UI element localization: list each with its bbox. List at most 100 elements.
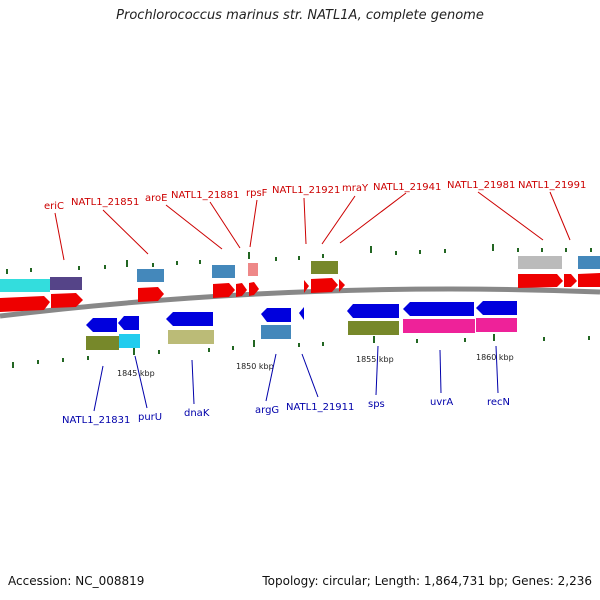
gene-label-top: aroE: [145, 193, 167, 204]
gene-feature: [137, 269, 164, 282]
lower-genes: [86, 301, 517, 350]
gene-arrow: [578, 273, 600, 287]
leader-line: [339, 192, 407, 244]
genome-summary-text: Topology: circular; Length: 1,864,731 bp…: [262, 574, 592, 588]
gene-label-top: NATL1_21851: [71, 197, 139, 208]
tick: [543, 337, 545, 341]
gene-label-top: rpsF: [246, 188, 268, 199]
tick: [30, 268, 32, 272]
gene-arrow: [249, 282, 259, 296]
leader-line: [303, 197, 307, 245]
tick: [322, 342, 324, 346]
scale-label: 1860 kbp: [476, 353, 514, 362]
gene-label-bottom: uvrA: [430, 397, 453, 408]
tick: [78, 266, 80, 270]
gene-arrow: [0, 296, 50, 312]
gene-label-bottom: recN: [487, 397, 510, 408]
upper-ticks: [6, 244, 592, 274]
leader-line: [209, 201, 241, 249]
gene-arrow: [518, 274, 563, 288]
tick: [104, 265, 106, 269]
gene-feature: [248, 263, 258, 276]
bottom-labels: NATL1_21831 purU dnaK argG NATL1_21911 s…: [62, 397, 510, 426]
gene-label-top: NATL1_21941: [373, 182, 441, 193]
leader-line: [265, 353, 277, 402]
tick: [588, 336, 590, 340]
gene-feature: [50, 277, 82, 290]
tick: [464, 338, 466, 342]
tick: [541, 248, 543, 252]
gene-arrow: [564, 274, 577, 287]
leader-line: [495, 345, 499, 394]
tick: [370, 246, 372, 253]
gene-feature: [86, 336, 119, 350]
gene-label-top: NATL1_21991: [518, 180, 586, 191]
gene-arrow: [118, 316, 139, 330]
gene-feature: [476, 318, 517, 332]
gene-label-top: NATL1_21981: [447, 180, 515, 191]
map-title: Prochlorococcus marinus str. NATL1A, com…: [116, 8, 484, 23]
accession-text: Accession: NC_008819: [8, 574, 145, 588]
top-leaders: [54, 191, 571, 261]
tick: [62, 358, 64, 362]
tick: [590, 248, 592, 252]
leader-line: [321, 195, 356, 245]
scale-label: 1850 kbp: [236, 362, 274, 371]
upper-genes: [0, 256, 600, 312]
gene-arrow: [51, 293, 83, 308]
gene-label-top: NATL1_21921: [272, 185, 340, 196]
tick: [419, 250, 421, 254]
leader-line: [301, 353, 319, 398]
gene-feature: [168, 330, 214, 344]
leader-line: [134, 355, 148, 409]
tick: [176, 261, 178, 265]
gene-feature: [311, 261, 338, 274]
scale-label: 1855 kbp: [356, 355, 394, 364]
leader-line: [102, 209, 149, 255]
gene-label-top: mraY: [342, 183, 369, 194]
leader-line: [249, 199, 258, 248]
gene-feature: [348, 321, 399, 335]
tick: [565, 248, 567, 252]
tick: [517, 248, 519, 252]
gene-feature: [261, 325, 291, 339]
tick: [152, 263, 154, 267]
gene-feature: [518, 256, 562, 269]
gene-label-bottom: dnaK: [184, 408, 210, 419]
gene-label-bottom: argG: [255, 405, 279, 416]
tick: [232, 346, 234, 350]
tick: [253, 340, 255, 347]
tick: [492, 244, 494, 251]
lower-ticks: [12, 334, 590, 368]
tick: [248, 252, 250, 259]
leader-line: [191, 359, 195, 405]
tick: [275, 257, 277, 261]
leader-line: [549, 191, 571, 241]
tick: [208, 348, 210, 352]
leader-line: [54, 212, 65, 261]
gene-arrow: [347, 304, 399, 318]
gene-feature: [212, 265, 235, 278]
gene-arrow: [236, 283, 247, 297]
gene-arrow: [261, 308, 291, 322]
gene-feature: [119, 334, 140, 348]
leader-line: [165, 204, 223, 250]
gene-feature: [0, 279, 50, 292]
scale-labels: 1845 kbp 1850 kbp 1855 kbp 1860 kbp: [117, 353, 514, 378]
gene-arrow: [299, 307, 304, 320]
gene-label-bottom: purU: [138, 412, 162, 423]
tick: [373, 336, 375, 343]
gene-arrow: [213, 283, 235, 298]
leader-line: [477, 191, 544, 241]
tick: [87, 356, 89, 360]
gene-label-bottom: sps: [368, 399, 385, 410]
bottom-leaders: [93, 345, 499, 412]
gene-feature: [403, 319, 475, 333]
gene-arrow: [311, 278, 338, 293]
tick: [37, 360, 39, 364]
tick: [298, 343, 300, 347]
gene-label-bottom: NATL1_21911: [286, 402, 354, 413]
gene-feature: [578, 256, 600, 269]
